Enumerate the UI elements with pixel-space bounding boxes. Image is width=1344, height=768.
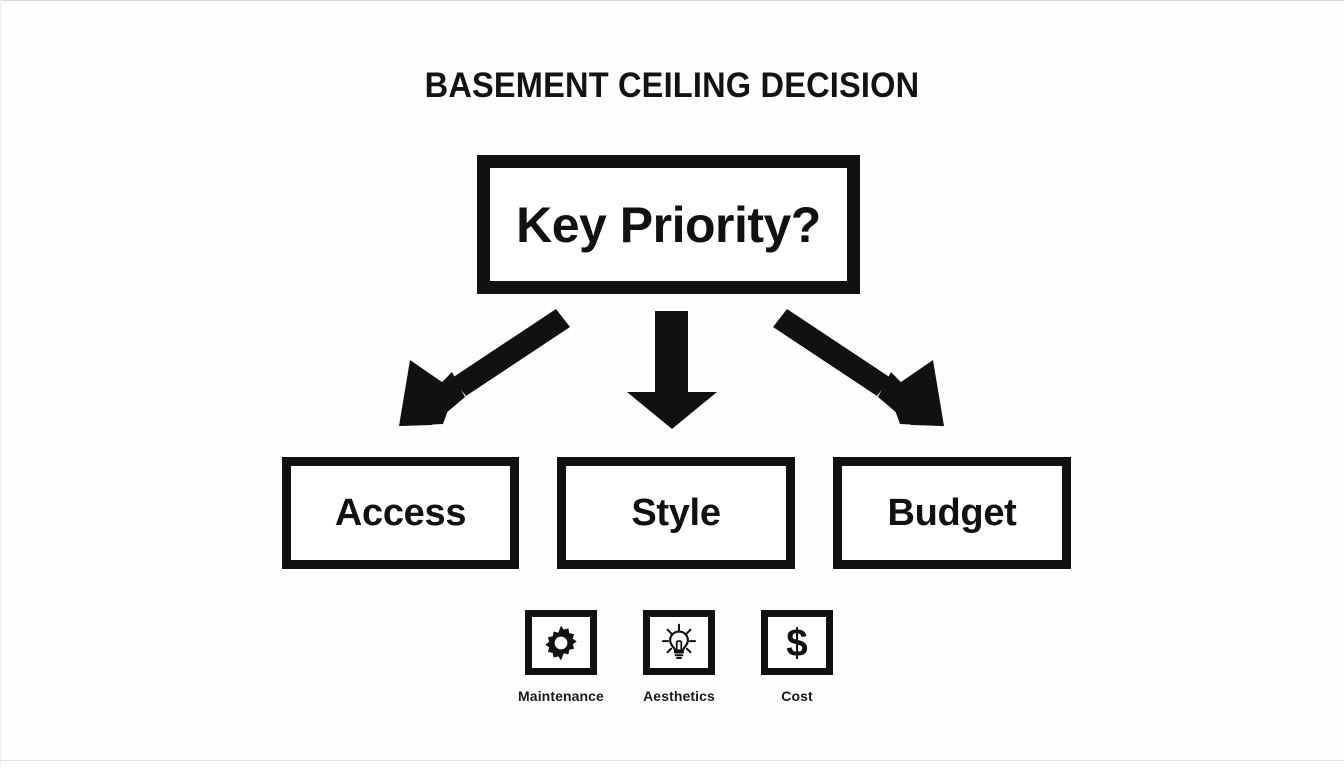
icon-label-cost: Cost [781,688,813,704]
option-budget: Budget [833,457,1071,569]
option-style-label: Style [631,491,721,534]
icon-item-cost: $ Cost [742,610,852,704]
option-access-label: Access [334,491,467,534]
bottom-edge-line [0,760,1344,761]
svg-text:$: $ [786,621,807,664]
icon-label-maintenance: Maintenance [518,688,604,704]
root-decision-label: Key Priority? [516,196,821,253]
icon-label-aesthetics: Aesthetics [643,688,715,704]
arrow-to-budget [773,309,944,426]
gear-icon-box [525,610,597,675]
top-edge-line [0,0,1344,1]
lightbulb-icon-box [643,610,715,675]
root-decision-node: Key Priority? [477,155,860,294]
option-style: Style [557,457,795,569]
option-access: Access [282,457,519,569]
left-edge-line [0,0,1,768]
arrow-to-style [627,311,717,429]
dollar-sign-icon-box: $ [761,610,833,675]
icon-item-aesthetics: Aesthetics [624,610,734,704]
arrow-to-access [399,309,570,426]
icon-item-maintenance: Maintenance [506,610,616,704]
dollar-sign-icon: $ [786,621,807,664]
page-title: BASEMENT CEILING DECISION [424,66,920,105]
gear-icon [545,625,577,660]
lightbulb-icon [661,623,697,659]
option-budget-label: Budget [887,491,1017,534]
